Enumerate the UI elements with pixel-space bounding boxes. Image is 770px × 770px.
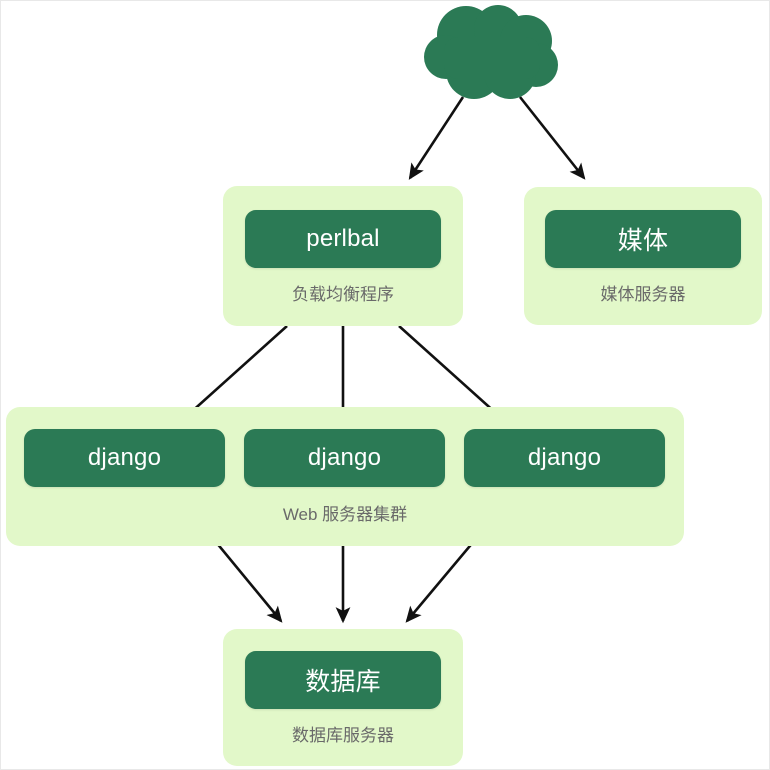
node-database[interactable]: 数据库 (245, 651, 441, 709)
edge-cloud-to-media (518, 96, 586, 180)
group-label-database-server: 数据库服务器 (292, 726, 394, 745)
group-label-load-balancer: 负载均衡程序 (292, 285, 394, 304)
node-django-2[interactable]: django (244, 429, 445, 487)
node-django-1[interactable]: django (24, 429, 225, 487)
group-web-cluster: django django django Web 服务器集群 (6, 407, 684, 546)
group-load-balancer: perlbal 负载均衡程序 (223, 186, 463, 326)
node-perlbal[interactable]: perlbal (245, 210, 441, 268)
group-label-media-server: 媒体服务器 (600, 285, 686, 304)
cloud-icon (424, 5, 560, 103)
group-database-server: 数据库 数据库服务器 (223, 629, 463, 766)
edge-cloud-to-perlbal (408, 96, 465, 180)
node-django-3[interactable]: django (464, 429, 665, 487)
group-label-web-cluster: Web 服务器集群 (282, 505, 408, 524)
group-media-server: 媒体 媒体服务器 (524, 187, 762, 325)
node-media[interactable]: 媒体 (545, 210, 741, 268)
